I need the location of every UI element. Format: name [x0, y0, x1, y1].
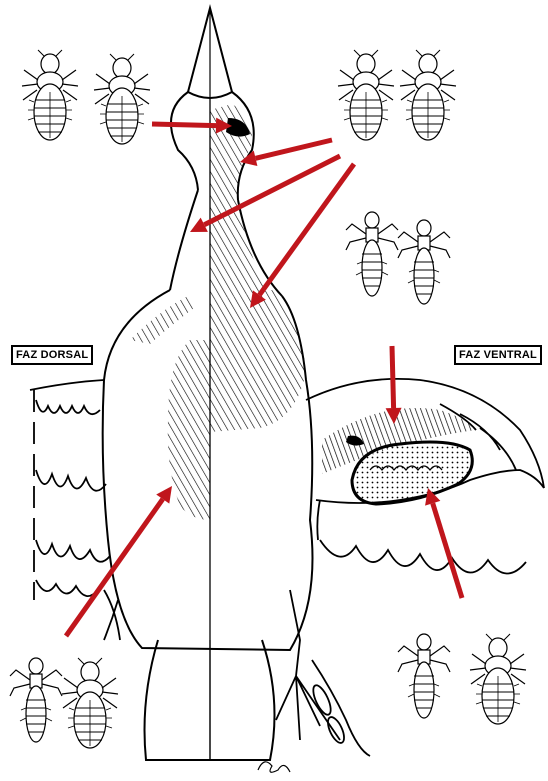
area-throat — [210, 104, 270, 300]
arrow-to-wing-coverts — [386, 346, 402, 424]
area-neck-dorsal — [130, 296, 194, 344]
arrow-to-wing-coverts-shaft — [392, 346, 394, 408]
area-back — [168, 340, 210, 520]
arrow-to-wing-quills — [425, 488, 462, 598]
arrow-to-breast-shaft — [259, 164, 354, 295]
arrow-to-back — [66, 486, 172, 636]
lice-bottom-right — [398, 634, 526, 724]
lice-mid-right — [346, 212, 450, 304]
label-dorsal: FAZ DORSAL — [11, 345, 93, 365]
artist-signature — [258, 762, 290, 772]
wing-dorsal — [30, 380, 120, 640]
label-ventral: FAZ VENTRAL — [454, 345, 542, 365]
arrow-to-head — [152, 118, 232, 134]
arrow-to-wing-quills-shaft — [433, 503, 462, 598]
wing-quill-area — [352, 442, 472, 504]
lice-top-left — [22, 50, 150, 144]
arrow-to-head-shaft — [152, 124, 216, 126]
arrow-to-throat-shaft — [256, 140, 332, 158]
lice-bottom-left — [10, 658, 118, 748]
arrow-to-breast — [250, 164, 354, 308]
lice-top-right — [338, 50, 456, 140]
wing-ventral — [306, 379, 544, 574]
